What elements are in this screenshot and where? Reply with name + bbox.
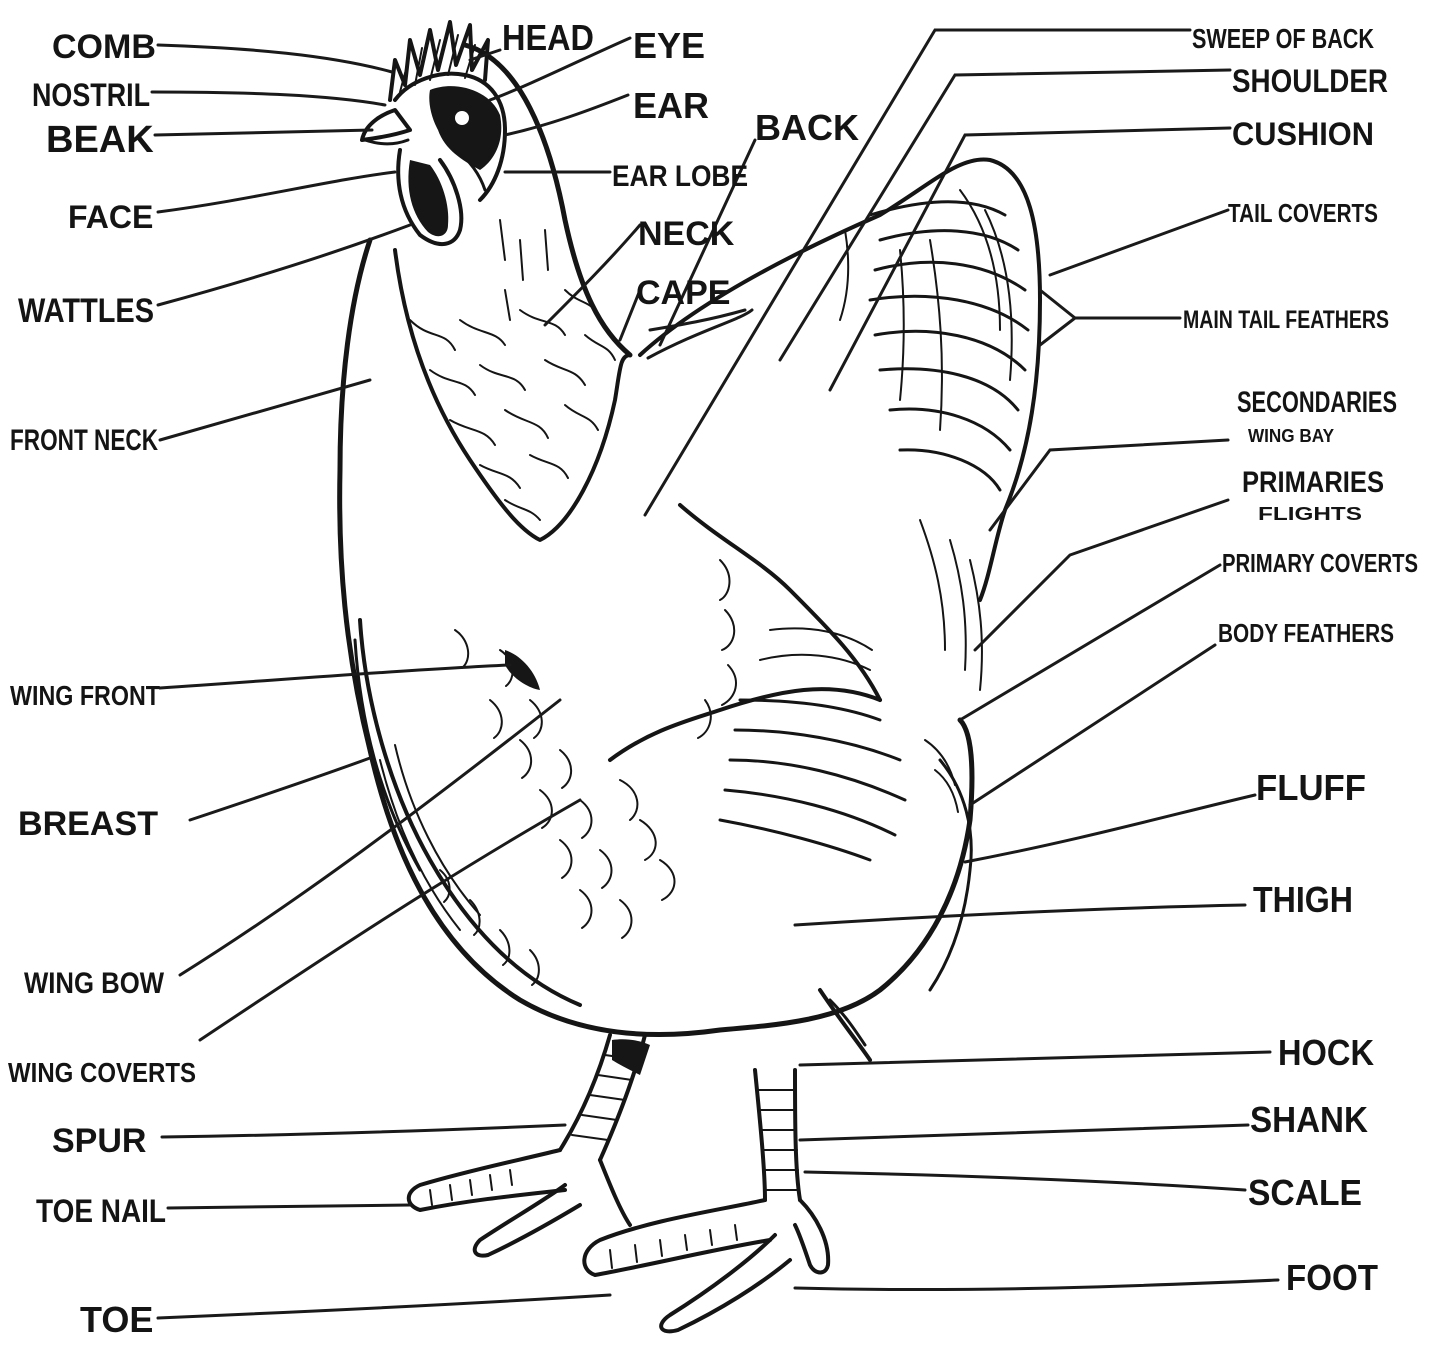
label-primaries: PRIMARIES: [1242, 466, 1384, 499]
body: [340, 240, 972, 1060]
neck-hackle: [395, 45, 630, 540]
label-flights: FLIGHTS: [1258, 504, 1362, 524]
label-sweep-of-back: SWEEP OF BACK: [1192, 23, 1374, 54]
label-comb: COMB: [52, 28, 156, 66]
label-front-neck: FRONT NECK: [10, 424, 158, 457]
label-face: FACE: [68, 199, 153, 235]
label-breast: BREAST: [18, 805, 158, 843]
label-nostril: NOSTRIL: [32, 77, 150, 113]
breast-feathers: [440, 630, 632, 985]
label-foot: FOOT: [1286, 1257, 1378, 1298]
label-thigh: THIGH: [1253, 879, 1353, 920]
label-wing-bow: WING BOW: [24, 967, 165, 1000]
label-scale: SCALE: [1248, 1172, 1362, 1213]
label-main-tail-feathers: MAIN TAIL FEATHERS: [1183, 306, 1389, 334]
label-wing-bay: WING BAY: [1248, 426, 1334, 446]
label-neck: NECK: [638, 215, 735, 253]
label-wing-coverts: WING COVERTS: [8, 1057, 196, 1088]
label-head: HEAD: [502, 17, 594, 58]
label-back: BACK: [755, 107, 859, 148]
label-toe: TOE: [80, 1299, 153, 1340]
label-wattles: WATTLES: [18, 292, 154, 330]
label-body-feathers: BODY FEATHERS: [1218, 618, 1394, 648]
labels-left: COMB NOSTRIL BEAK FACE WATTLES FRONT NEC…: [8, 28, 196, 1340]
label-ear-lobe: EAR LOBE: [612, 160, 748, 193]
label-ear: EAR: [633, 85, 709, 126]
label-shank: SHANK: [1250, 1099, 1368, 1140]
label-toe-nail: TOE NAIL: [36, 1193, 166, 1229]
label-cape: CAPE: [636, 274, 730, 312]
label-spur: SPUR: [52, 1122, 146, 1160]
labels-top: HEAD EYE EAR EAR LOBE NECK CAPE BACK: [502, 17, 859, 312]
label-beak: BEAK: [46, 119, 154, 161]
label-cushion: CUSHION: [1232, 116, 1374, 152]
label-wing-front: WING FRONT: [10, 680, 160, 711]
wing: [610, 505, 982, 900]
label-tail-coverts: TAIL COVERTS: [1228, 198, 1378, 228]
legs: [409, 1035, 828, 1331]
label-primary-coverts: PRIMARY COVERTS: [1222, 548, 1418, 578]
label-fluff: FLUFF: [1256, 767, 1366, 808]
label-eye: EYE: [633, 25, 705, 66]
label-shoulder: SHOULDER: [1232, 63, 1388, 99]
label-secondaries: SECONDARIES: [1237, 386, 1397, 419]
label-hock: HOCK: [1278, 1032, 1374, 1073]
